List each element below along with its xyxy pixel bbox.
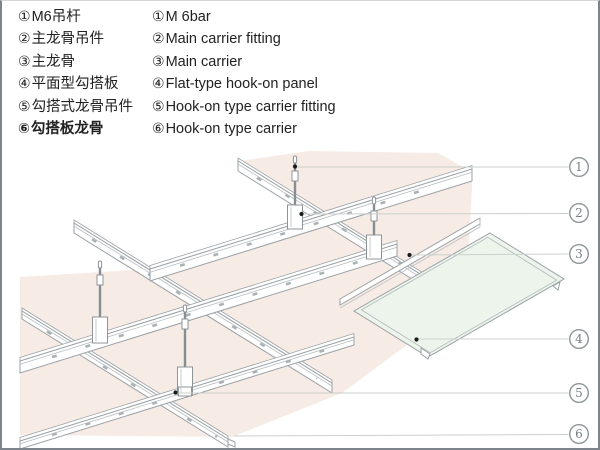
- rod-nut: [181, 318, 189, 330]
- leader-lines: [177, 166, 569, 437]
- legend: ①M6吊杆 ①M 6bar ②主龙骨吊件 ②Main carrier fitti…: [2, 1, 598, 141]
- rod-cap: [182, 304, 188, 313]
- svg-text:4: 4: [575, 332, 583, 346]
- svg-text:6: 6: [575, 427, 583, 441]
- legend-item-6: ⑥勾搭板龙骨 ⑥Hook-on type carrier: [18, 118, 297, 138]
- carrier-fitting: [366, 234, 382, 260]
- legend-zh: ⑤勾搭式龙骨吊件: [18, 98, 134, 115]
- legend-en: ⑥Hook-on type carrier: [152, 120, 297, 137]
- legend-en: ⑤Hook-on type carrier fitting: [152, 98, 336, 115]
- rod-nut: [291, 170, 299, 182]
- legend-zh: ③主龙骨: [18, 53, 76, 70]
- svg-text:5: 5: [575, 386, 583, 400]
- legend-item-2: ②主龙骨吊件 ②Main carrier fitting: [18, 28, 281, 48]
- hanger-assembly-3: [177, 304, 193, 397]
- main-carrier-exploded: [339, 217, 481, 309]
- legend-zh: ②主龙骨吊件: [18, 30, 105, 47]
- legend-zh: ①M6吊杆: [18, 8, 81, 25]
- svg-text:1: 1: [575, 160, 583, 174]
- rod-nut: [370, 210, 378, 222]
- rod-cap: [97, 260, 103, 269]
- carrier-hook-end: [227, 438, 236, 448]
- legend-zh: ④平面型勾搭板: [18, 75, 119, 92]
- panel-hook-edge: [420, 347, 431, 360]
- legend-item-1: ①M6吊杆 ①M 6bar: [18, 6, 211, 26]
- legend-item-3: ③主龙骨 ③Main carrier: [18, 51, 242, 71]
- leader-dots: [173, 164, 419, 395]
- rod-cap: [292, 155, 298, 164]
- rod-nut: [96, 274, 104, 286]
- rod-cap: [371, 196, 377, 205]
- legend-en: ④Flat-type hook-on panel: [152, 75, 318, 92]
- callout-5: 5: [569, 383, 590, 404]
- hanger-assembly-2: [92, 260, 108, 344]
- callout-2: 2: [569, 202, 590, 223]
- legend-en: ③Main carrier: [152, 53, 243, 70]
- legend-en: ①M 6bar: [152, 8, 211, 25]
- hook-on-carrier-fitting: [178, 386, 192, 397]
- hook-on-panel: [353, 232, 565, 360]
- panel-hook-edge: [552, 280, 561, 291]
- callout-4: 4: [569, 329, 590, 350]
- carrier-fitting: [92, 316, 108, 344]
- main-carriers: [19, 164, 473, 448]
- hanger-assembly-4: [366, 196, 382, 260]
- callout-1: 1: [569, 156, 590, 177]
- hanger-assembly-1: [287, 155, 303, 230]
- carrier-fitting: [287, 204, 303, 230]
- svg-text:2: 2: [575, 206, 583, 220]
- legend-item-4: ④平面型勾搭板 ④Flat-type hook-on panel: [18, 73, 318, 93]
- legend-en: ②Main carrier fitting: [152, 30, 281, 47]
- callout-6: 6: [569, 424, 590, 445]
- legend-item-5: ⑤勾搭式龙骨吊件 ⑤Hook-on type carrier fitting: [18, 96, 336, 116]
- svg-text:3: 3: [575, 247, 583, 261]
- callout-3: 3: [569, 243, 590, 264]
- legend-zh: ⑥勾搭板龙骨: [18, 120, 104, 137]
